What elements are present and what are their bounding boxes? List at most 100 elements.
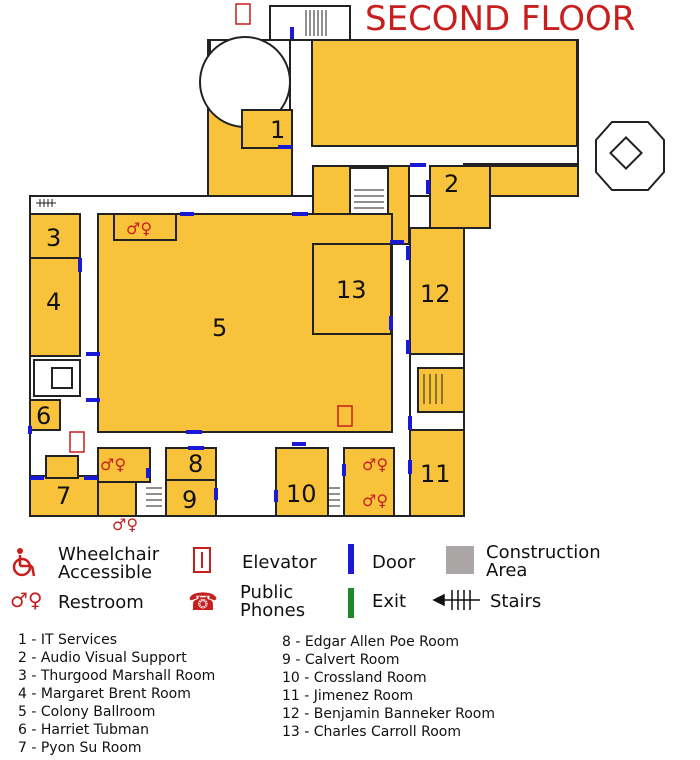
door[interactable] xyxy=(274,490,278,502)
list-item: 13 - Charles Carroll Room xyxy=(282,724,461,740)
door[interactable] xyxy=(406,246,410,260)
door-icon xyxy=(348,544,354,574)
room-label: 4 xyxy=(46,288,61,316)
legend-stairs-label: Stairs xyxy=(490,591,541,612)
list-item: 6 - Harriet Tubman xyxy=(18,722,149,738)
doors xyxy=(28,27,430,502)
elevator-icon xyxy=(69,3,353,453)
door[interactable] xyxy=(214,488,218,500)
legend-exit-label: Exit xyxy=(372,591,406,612)
octagon-core xyxy=(609,136,643,170)
door[interactable] xyxy=(180,212,194,216)
svg-text:♂♀: ♂♀ xyxy=(362,455,388,474)
room-6[interactable] xyxy=(29,399,61,431)
room-8[interactable] xyxy=(165,447,217,481)
legend-restroom-label: Restroom xyxy=(58,592,144,613)
exit-icon xyxy=(348,588,354,618)
restroom-block-right xyxy=(343,447,395,517)
right-stairs-icon xyxy=(423,374,443,404)
room-3[interactable] xyxy=(29,213,81,259)
room-label: 13 xyxy=(336,276,367,304)
room-7[interactable] xyxy=(29,475,99,517)
door[interactable] xyxy=(406,340,410,354)
construction-swatch xyxy=(446,546,474,574)
list-item: 8 - Edgar Allen Poe Room xyxy=(282,634,459,650)
legend-construction-label: Construction xyxy=(486,542,601,563)
legend-phones-label-2: Phones xyxy=(240,600,305,621)
top-stairs-icon xyxy=(305,10,327,36)
door[interactable] xyxy=(292,212,308,216)
door[interactable] xyxy=(84,476,98,480)
restroom-block-top xyxy=(113,213,177,241)
restroom-block-bottom xyxy=(97,447,151,483)
restroom-icon: ♂♀ xyxy=(10,588,43,612)
door[interactable] xyxy=(408,416,412,430)
door[interactable] xyxy=(186,430,202,434)
door[interactable] xyxy=(342,464,346,476)
legend-phones-label: Public xyxy=(240,582,293,603)
room-label: 11 xyxy=(420,460,451,488)
svg-text:♂♀: ♂♀ xyxy=(126,219,152,238)
room-11[interactable] xyxy=(409,429,465,517)
room-13[interactable] xyxy=(312,243,392,335)
list-item: 12 - Benjamin Banneker Room xyxy=(282,706,496,722)
legend-construction-label-2: Area xyxy=(486,560,527,581)
legend-wheelchair-label: Wheelchair xyxy=(58,544,160,565)
svg-text:♂♀: ♂♀ xyxy=(362,491,388,510)
door[interactable] xyxy=(278,145,292,149)
legend-door-label: Door xyxy=(372,552,416,573)
door[interactable] xyxy=(426,180,430,194)
room-label: 9 xyxy=(182,486,197,514)
door[interactable] xyxy=(390,240,404,244)
phone-icon: ☎ xyxy=(188,588,218,616)
room-label: 6 xyxy=(36,402,51,430)
bottom-stairs-icon xyxy=(146,487,162,507)
list-item: 4 - Margaret Brent Room xyxy=(18,686,191,702)
right-stairs-room xyxy=(417,367,465,413)
list-item: 10 - Crossland Room xyxy=(282,670,427,686)
left-elevator-car xyxy=(51,367,73,389)
room-label: 3 xyxy=(46,224,61,252)
svg-text:♂♀: ♂♀ xyxy=(112,515,138,534)
list-item: 9 - Calvert Room xyxy=(282,652,400,668)
door[interactable] xyxy=(292,442,306,446)
room-top-large xyxy=(311,39,578,147)
room-label: 2 xyxy=(444,170,459,198)
door[interactable] xyxy=(28,426,32,434)
room-7-small xyxy=(45,455,79,479)
list-item: 2 - Audio Visual Support xyxy=(18,650,187,666)
door[interactable] xyxy=(86,352,100,356)
room-2[interactable] xyxy=(429,165,491,229)
room-4[interactable] xyxy=(29,257,81,357)
legend-wheelchair-label-2: Accessible xyxy=(58,562,152,583)
room-label: 10 xyxy=(286,480,317,508)
room-10[interactable] xyxy=(275,447,329,517)
list-item: 7 - Pyon Su Room xyxy=(18,740,142,756)
legend-elevator-label: Elevator xyxy=(242,552,317,573)
door[interactable] xyxy=(146,468,150,478)
list-item: 1 - IT Services xyxy=(18,632,118,648)
room-label: 12 xyxy=(420,280,451,308)
door[interactable] xyxy=(30,476,44,480)
svg-text:♂♀: ♂♀ xyxy=(100,455,126,474)
door[interactable] xyxy=(410,163,426,167)
room-label: 1 xyxy=(270,116,285,144)
room-label: 7 xyxy=(56,482,71,510)
left-top-stairs-icon xyxy=(36,199,56,207)
stairs-icon xyxy=(432,590,480,610)
door[interactable] xyxy=(408,460,412,474)
list-item: 11 - Jimenez Room xyxy=(282,688,414,704)
wheelchair-icon xyxy=(12,548,36,577)
room-2-annex xyxy=(489,165,579,197)
door[interactable] xyxy=(78,258,82,272)
room-1-inner xyxy=(241,109,293,149)
door[interactable] xyxy=(188,446,204,450)
room-label: 5 xyxy=(212,314,227,342)
door[interactable] xyxy=(86,398,100,402)
door[interactable] xyxy=(389,316,393,330)
room-label: 8 xyxy=(188,450,203,478)
room-12[interactable] xyxy=(409,227,465,355)
door[interactable] xyxy=(290,27,294,39)
restroom-icon: ♂♀ ♂♀ ♂♀ ♂♀ ♂♀ xyxy=(100,219,388,534)
